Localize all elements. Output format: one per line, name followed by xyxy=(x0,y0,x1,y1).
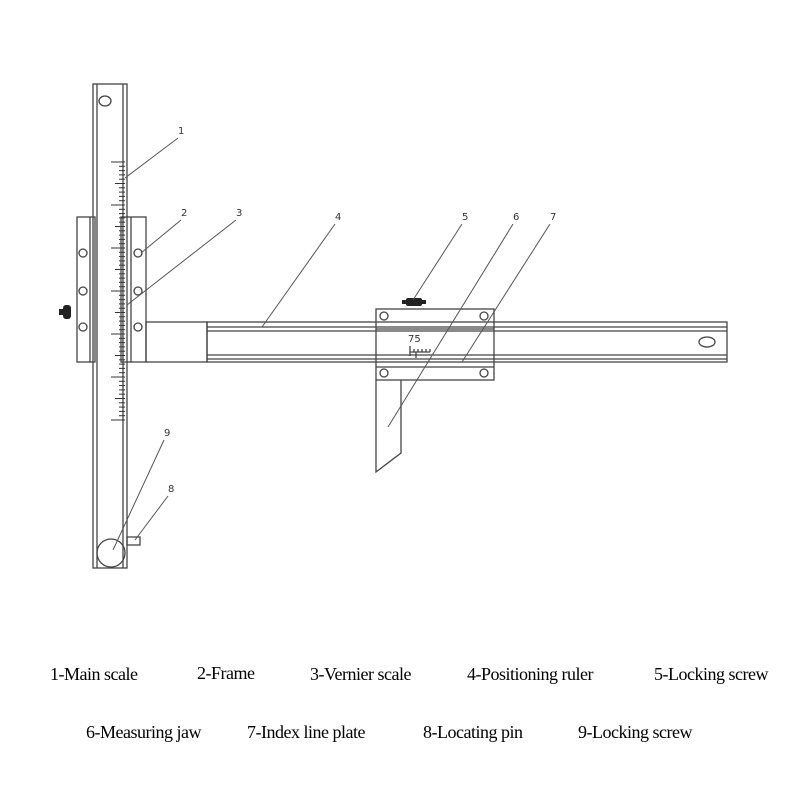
legend-item-8: 8-Locating pin xyxy=(423,722,523,742)
callout-6: 6 xyxy=(513,212,519,223)
main-scale xyxy=(92,83,128,569)
legend-item-9: 9-Locking screw xyxy=(578,722,692,742)
legend-item-7: 7-Index line plate xyxy=(247,722,365,742)
locking-screw-icon xyxy=(402,298,426,306)
legend-item-1: 1-Main scale xyxy=(50,664,138,684)
screw-hole-icon xyxy=(133,286,143,296)
callout-9: 9 xyxy=(164,428,170,439)
screw-hole-icon xyxy=(78,248,88,258)
legend-item-5: 5-Locking screw xyxy=(654,664,768,684)
callout-5: 5 xyxy=(462,212,468,223)
legend-item-3: 3-Vernier scale xyxy=(310,664,411,684)
screw-hole-icon xyxy=(133,322,143,332)
locking-ring xyxy=(96,538,126,568)
frame xyxy=(59,216,147,363)
screw-hole-icon xyxy=(133,248,143,258)
legend-item-6: 6-Measuring jaw xyxy=(86,722,201,742)
index-slider: 75 xyxy=(375,298,495,381)
screw-hole-icon xyxy=(78,286,88,296)
index-plate-number: 75 xyxy=(408,334,421,345)
screw-hole-icon xyxy=(78,322,88,332)
callout-8: 8 xyxy=(168,484,174,495)
callout-4: 4 xyxy=(335,212,341,223)
leader-lines xyxy=(112,137,551,551)
locating-pin xyxy=(126,536,141,546)
main-scale-ticks xyxy=(111,161,125,421)
legend-item-2: 2-Frame xyxy=(197,663,255,683)
callout-3: 3 xyxy=(236,208,242,219)
positioning-ruler xyxy=(145,321,728,363)
callout-numbers: 1 2 3 4 5 6 7 8 9 xyxy=(164,126,556,495)
measuring-jaw xyxy=(375,380,402,474)
callout-7: 7 xyxy=(550,212,556,223)
legend-item-4: 4-Positioning ruler xyxy=(467,664,594,684)
callout-1: 1 xyxy=(178,126,184,137)
callout-2: 2 xyxy=(181,208,187,219)
knob-icon xyxy=(59,305,71,319)
